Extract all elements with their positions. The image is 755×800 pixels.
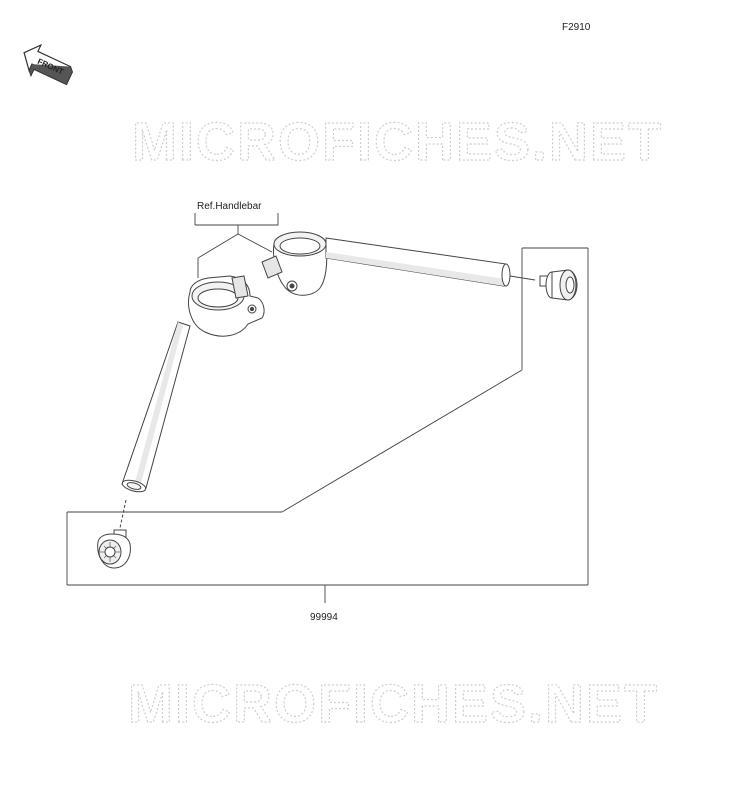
right-clamp <box>261 231 328 296</box>
left-clamp <box>188 275 265 337</box>
figure-code: F2910 <box>562 22 591 33</box>
watermark-top: MICROFICHES.NET <box>132 112 663 172</box>
right-bar-end-weight <box>539 269 578 301</box>
left-bar-end-weight <box>97 499 131 569</box>
right-handlebar <box>325 237 511 287</box>
part-group-bracket <box>66 247 589 603</box>
ref-handlebar-label: Ref.Handlebar <box>197 201 262 212</box>
front-arrow-icon: FRONT <box>23 43 74 86</box>
watermark-bottom: MICROFICHES.NET <box>128 674 659 734</box>
ref-bracket <box>194 213 279 278</box>
part-number-label: 99994 <box>310 612 338 623</box>
left-handlebar <box>121 321 191 493</box>
